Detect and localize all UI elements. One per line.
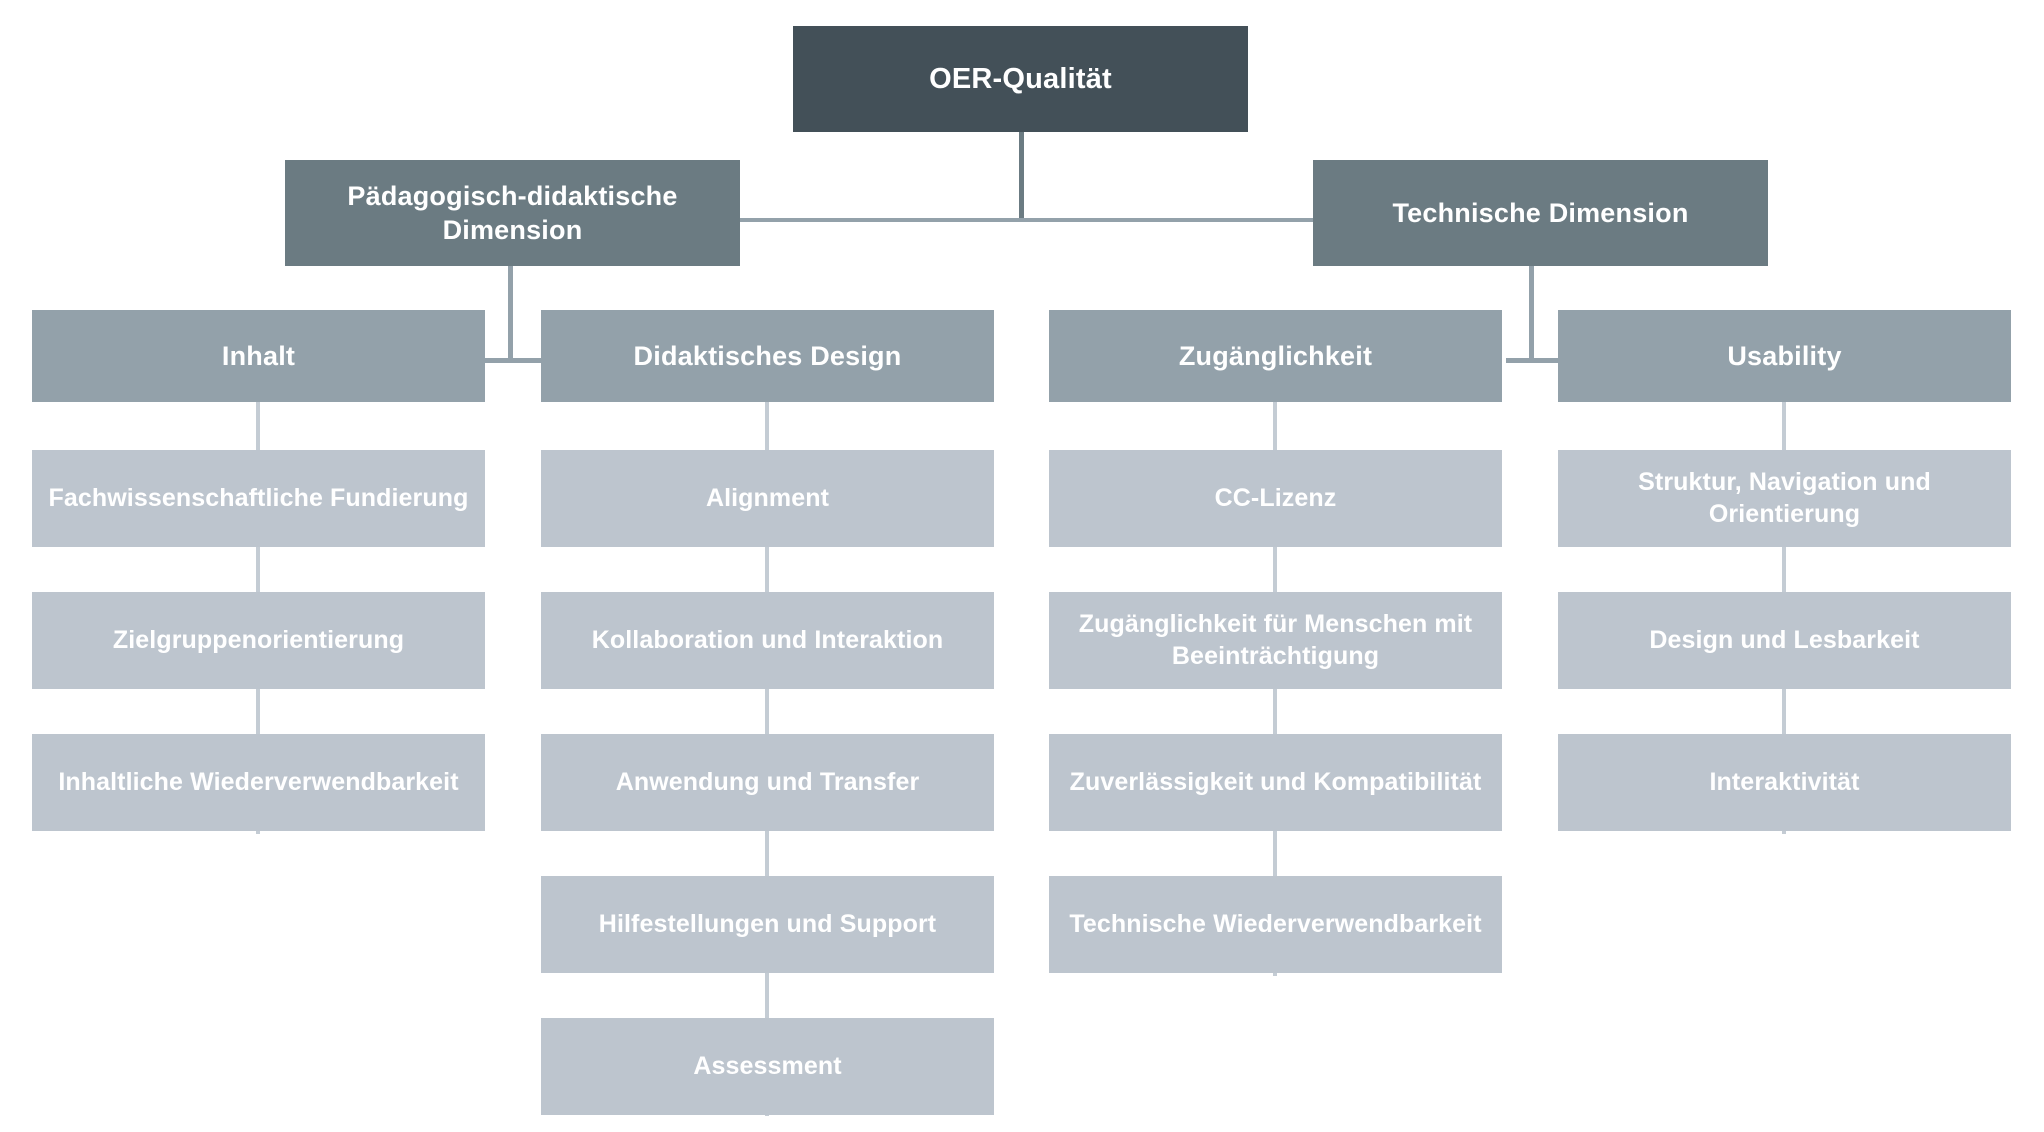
connector-right-dimension-stem	[1529, 266, 1534, 362]
node-struktur-navigation-und-orientierung[interactable]: Struktur, Navigation und Orientierung	[1558, 450, 2011, 547]
connector-root-stem	[1019, 132, 1024, 220]
connector-dimension-bar	[740, 218, 1313, 222]
node-fachwissenschaftliche-fundierung[interactable]: Fachwissenschaftliche Fundierung	[32, 450, 485, 547]
node-zuverlaessigkeit-und-kompatibilitaet[interactable]: Zuverlässigkeit und Kompatibilität	[1049, 734, 1502, 831]
node-anwendung-und-transfer[interactable]: Anwendung und Transfer	[541, 734, 994, 831]
node-paedagogisch-didaktische-dimension[interactable]: Pädagogisch-didaktische Dimension	[285, 160, 740, 266]
node-assessment[interactable]: Assessment	[541, 1018, 994, 1115]
node-design-und-lesbarkeit[interactable]: Design und Lesbarkeit	[1558, 592, 2011, 689]
node-cc-lizenz[interactable]: CC-Lizenz	[1049, 450, 1502, 547]
node-zugaenglichkeit[interactable]: Zugänglichkeit	[1049, 310, 1502, 402]
node-hilfestellungen-und-support[interactable]: Hilfestellungen und Support	[541, 876, 994, 973]
node-zielgruppenorientierung[interactable]: Zielgruppenorientierung	[32, 592, 485, 689]
node-technische-dimension[interactable]: Technische Dimension	[1313, 160, 1768, 266]
node-inhaltliche-wiederverwendbarkeit[interactable]: Inhaltliche Wiederverwendbarkeit	[32, 734, 485, 831]
node-oer-qualitaet[interactable]: OER-Qualität	[793, 26, 1248, 132]
node-usability[interactable]: Usability	[1558, 310, 2011, 402]
connector-right-category-bar	[1506, 358, 1566, 363]
node-interaktivitaet[interactable]: Interaktivität	[1558, 734, 2011, 831]
node-zugaenglichkeit-fuer-menschen-mit-beeintraechtigung[interactable]: Zugänglichkeit für Menschen mit Beeinträ…	[1049, 592, 1502, 689]
connector-left-dimension-stem	[508, 266, 513, 362]
node-kollaboration-und-interaktion[interactable]: Kollaboration und Interaktion	[541, 592, 994, 689]
node-technische-wiederverwendbarkeit[interactable]: Technische Wiederverwendbarkeit	[1049, 876, 1502, 973]
connector-left-category-bar	[485, 358, 545, 363]
node-inhalt[interactable]: Inhalt	[32, 310, 485, 402]
node-alignment[interactable]: Alignment	[541, 450, 994, 547]
connector-col3-spine	[1273, 402, 1277, 976]
node-didaktisches-design[interactable]: Didaktisches Design	[541, 310, 994, 402]
